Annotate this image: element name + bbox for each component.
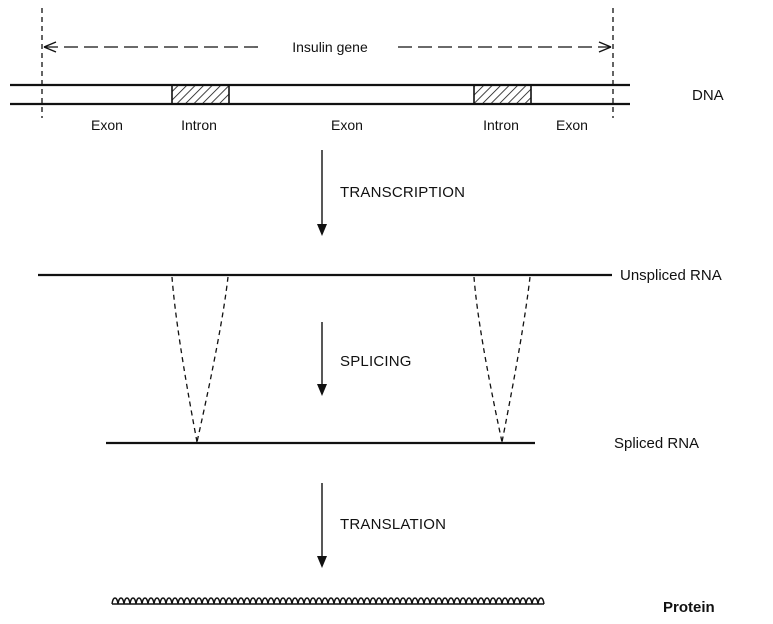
spliced-rna-label: Spliced RNA	[614, 435, 699, 452]
intron-block-1	[172, 85, 229, 104]
splice-loop-2	[474, 277, 530, 442]
translation-label: TRANSLATION	[340, 516, 446, 533]
transcription-arrow	[317, 150, 327, 236]
splicing-label: SPLICING	[340, 353, 412, 370]
intron-block-2	[474, 85, 531, 104]
protein-chain	[112, 598, 544, 604]
segment-label-exon-2: Exon	[331, 117, 363, 133]
transcription-label: TRANSCRIPTION	[340, 184, 465, 201]
segment-label-intron-1: Intron	[181, 117, 217, 133]
gene-label: Insulin gene	[292, 39, 368, 55]
unspliced-rna-label: Unspliced RNA	[620, 267, 722, 284]
segment-label-exon-1: Exon	[91, 117, 123, 133]
protein-label: Protein	[663, 599, 715, 616]
splicing-arrow	[317, 322, 327, 396]
splice-loop-1	[172, 277, 228, 442]
translation-arrow	[317, 483, 327, 568]
dna-strand	[10, 85, 630, 104]
segment-label-exon-3: Exon	[556, 117, 588, 133]
dna-label: DNA	[692, 87, 724, 104]
segment-label-intron-2: Intron	[483, 117, 519, 133]
